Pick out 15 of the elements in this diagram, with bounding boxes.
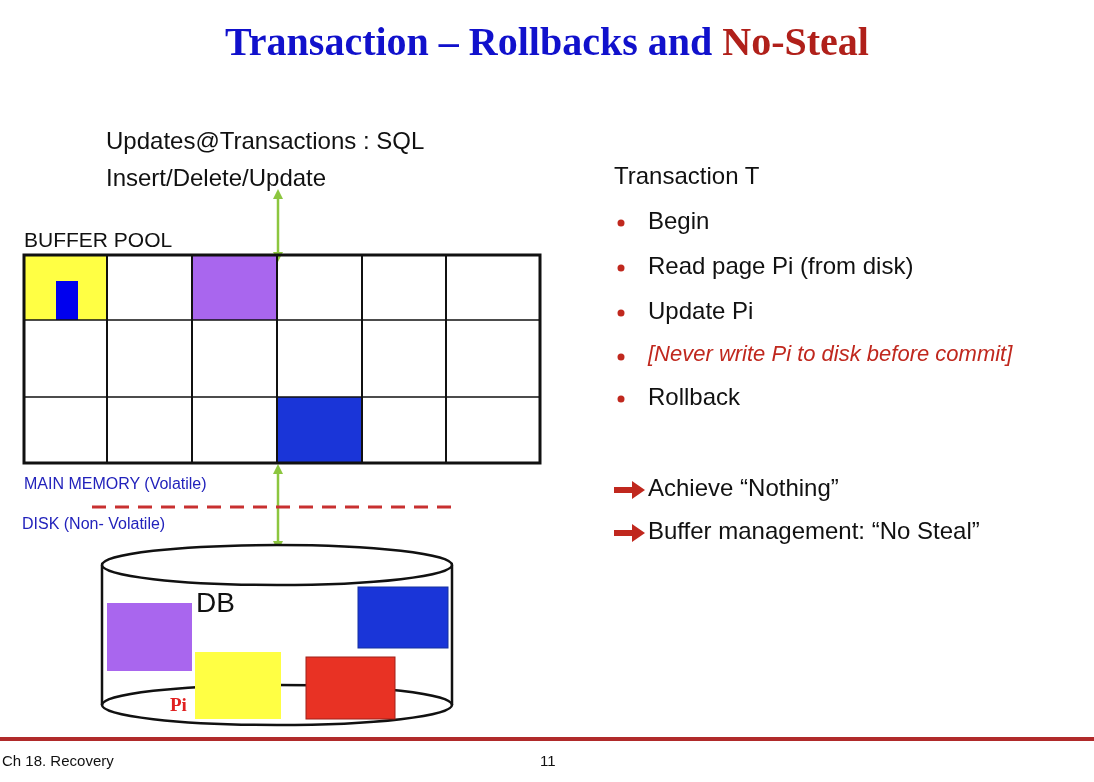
page-label: Pi — [170, 694, 187, 716]
list-item: Begin — [648, 207, 710, 235]
section-heading: BUFFER POOL — [24, 228, 173, 252]
region-label: DISK (Non- Volatile) — [22, 515, 166, 533]
list-item: [Never write Pi to disk before commit] — [648, 341, 1013, 367]
conclusion-text: Buffer management: “No Steal” — [648, 517, 980, 545]
list-item: Rollback — [648, 383, 741, 411]
page-number: 11 — [540, 752, 556, 769]
cylinder-label: DB — [196, 587, 235, 619]
list-item: Read page Pi (from disk) — [648, 252, 914, 280]
list-heading: Transaction T — [614, 162, 760, 190]
conclusion-text: Achieve “Nothing” — [648, 474, 839, 502]
slide-title: Transaction – Rollbacks and No-Steal — [224, 18, 870, 65]
footer-text: Ch 18. Recovery — [2, 752, 114, 769]
list-item: Update Pi — [648, 297, 754, 325]
